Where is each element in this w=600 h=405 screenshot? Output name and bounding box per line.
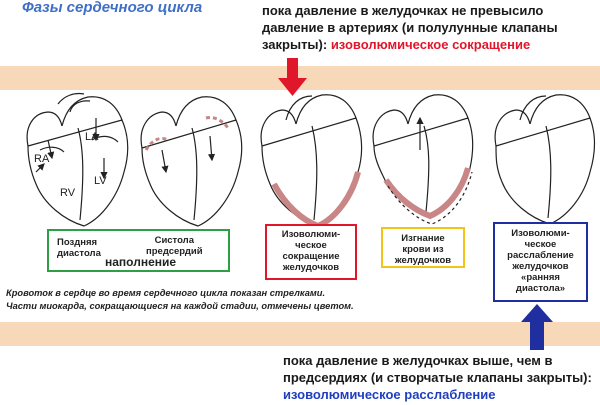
heart-atrial-systole	[140, 96, 243, 227]
heart-isovolumic-relaxation	[494, 94, 596, 225]
caption: Кровоток в сердце во время сердечного ци…	[6, 287, 354, 313]
late-diastole-label: Поздняя диастола	[57, 237, 101, 259]
filling-box: Поздняя диастола Систола предсердий напо…	[47, 229, 230, 272]
heart-ejection	[372, 94, 474, 225]
bottom-note-highlight: изоволюмическое расслабление	[283, 387, 496, 402]
label-la: LA	[85, 131, 99, 143]
red-down-arrow	[278, 58, 307, 96]
bottom-band	[0, 322, 600, 346]
heart-isovolumic-contraction	[260, 94, 363, 230]
bottom-note-text: пока давление в желудочках выше, чем в п…	[283, 353, 592, 385]
caption-line-2: Части миокарда, сокращающиеся на каждой …	[6, 301, 354, 311]
label-ra: RA	[34, 153, 50, 165]
chamber-labels: RA LA RV LV	[34, 131, 107, 199]
label-rv: RV	[60, 187, 76, 199]
bottom-note: пока давление в желудочках выше, чем в п…	[283, 352, 599, 403]
top-note-text: пока давление в желудочках не превысило …	[262, 3, 558, 52]
ejection-box: Изгнание крови из желудочков	[381, 227, 465, 268]
atrial-systole-label: Систола предсердий	[146, 235, 203, 257]
filling-label: наполнение	[105, 255, 177, 269]
isovolumic-contraction-box: Изоволюми- ческое сокращение желудочков	[265, 224, 357, 280]
navy-up-arrow	[521, 304, 553, 350]
top-note-highlight: изоволюмическое сокращение	[330, 37, 531, 52]
page-title: Фазы сердечного цикла	[22, 0, 203, 16]
label-lv: LV	[94, 175, 107, 187]
top-note: пока давление в желудочках не превысило …	[262, 2, 592, 53]
caption-line-1: Кровоток в сердце во время сердечного ци…	[6, 288, 326, 298]
heart-late-diastole	[26, 92, 129, 227]
isovolumic-relaxation-box: Изоволюми- ческое расслабление желудочко…	[493, 222, 588, 302]
